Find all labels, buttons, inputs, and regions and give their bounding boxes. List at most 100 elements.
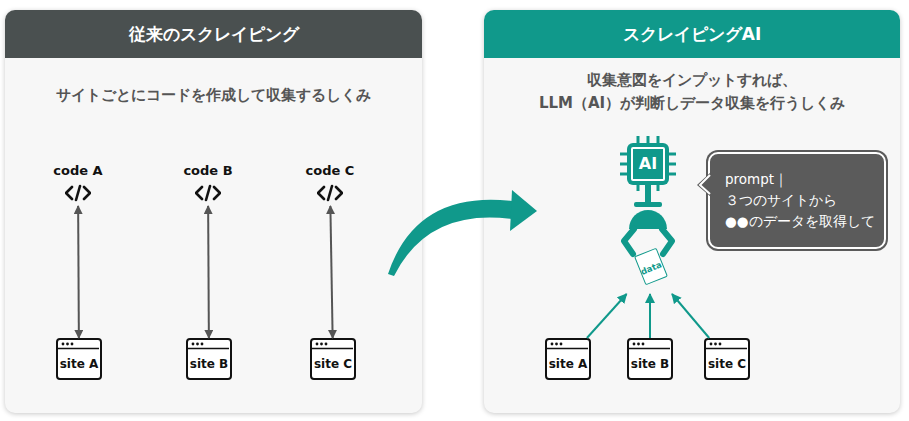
window-dot	[201, 343, 204, 346]
text-line: ●●のデータを取得して	[725, 211, 875, 232]
text-line: 収集意図をインプットすれば、	[484, 69, 900, 92]
window-dot	[642, 343, 645, 346]
chip-pin	[637, 136, 640, 143]
text-line: LLM（AI）が判断しデータ収集を行うしくみ	[484, 92, 900, 115]
chip-pin	[620, 163, 627, 166]
window-line	[706, 348, 747, 350]
data-paper: data	[634, 248, 668, 286]
panel-node: スクレイピングAI 収集意図をインプットすれば、 LLM（AI）が判断しデータ収集…	[484, 10, 900, 413]
chip-label: AI	[627, 143, 669, 185]
chip-pins	[620, 136, 676, 191]
site-node: site C	[704, 338, 750, 380]
code-icon-bracket	[196, 187, 202, 199]
code-icon-slash	[328, 186, 332, 200]
code-label: code B	[173, 162, 243, 180]
code-icon-slash	[206, 186, 210, 200]
robot-claw	[662, 229, 672, 254]
window-bar	[706, 340, 747, 350]
connector-arrow	[77, 206, 80, 338]
panel-subtitle: 収集意図をインプットすれば、 LLM（AI）が判断しデータ収集を行うしくみ	[484, 69, 900, 115]
chip-pin	[637, 185, 640, 191]
window-bar	[58, 340, 99, 350]
chip-pin	[657, 185, 660, 191]
bubble-tail	[697, 172, 711, 197]
window-dot	[633, 343, 636, 346]
window-dot	[66, 343, 69, 346]
window-dot	[637, 343, 640, 346]
site-label: site B	[629, 356, 671, 372]
robot-claw	[624, 229, 634, 254]
chip-pin	[647, 136, 650, 143]
code-node: code A	[43, 162, 113, 206]
code-node: code B	[173, 162, 243, 206]
bubble-node: prompt｜ ３つのサイトから ●●のデータを取得して	[708, 152, 886, 249]
window-dot	[62, 343, 65, 346]
panel-header: 従来のスクレイピング	[5, 10, 422, 58]
prompt-text: prompt｜ ３つのサイトから ●●のデータを取得して	[725, 169, 875, 232]
window-line	[547, 348, 588, 350]
site-label: site C	[706, 356, 748, 372]
site-node: site A	[56, 338, 102, 380]
connector-arrow	[587, 294, 627, 338]
transition-arrow	[388, 200, 512, 276]
window-dot	[325, 343, 328, 346]
site-node: site B	[627, 338, 673, 380]
chip-pin	[620, 173, 627, 176]
connector-arrow	[672, 294, 709, 338]
window-line	[312, 348, 353, 350]
code-icon	[317, 184, 343, 202]
window-bar	[312, 340, 353, 350]
code-label: code C	[295, 162, 365, 180]
code-icon-bracket	[214, 187, 220, 199]
connector-arrow	[649, 294, 651, 338]
site-node: site B	[186, 338, 232, 380]
window-bar	[629, 340, 670, 350]
window-bar	[547, 340, 588, 350]
window-dot	[714, 343, 717, 346]
window-dot	[710, 343, 713, 346]
window-line	[58, 348, 99, 350]
connector-arrow	[330, 206, 332, 338]
panel-header: スクレイピングAI	[484, 10, 900, 58]
site-label: site A	[547, 356, 589, 372]
window-dot	[316, 343, 319, 346]
code-icon	[195, 184, 221, 202]
robot-dome	[629, 210, 667, 229]
code-label: code A	[43, 162, 113, 180]
code-icon-bracket	[84, 187, 90, 199]
chip-node: AI	[627, 143, 669, 185]
code-icon-bracket	[66, 187, 72, 199]
window-dot	[192, 343, 195, 346]
chip-pin	[669, 173, 676, 176]
code-icon-slash	[76, 186, 80, 200]
window-bar	[188, 340, 229, 350]
code-icon-bracket	[336, 187, 342, 199]
text-line: ３つのサイトから	[725, 190, 875, 211]
bubble-tail-outline	[700, 175, 710, 194]
transition-arrow-head	[510, 190, 537, 231]
window-dot	[71, 343, 74, 346]
site-label: site A	[58, 356, 100, 372]
panel-node: 従来のスクレイピングサイトごとにコードを作成して収集するしくみ code A cod…	[5, 10, 422, 413]
site-node: site C	[310, 338, 356, 380]
code-icon-bracket	[318, 187, 324, 199]
chip-pin	[669, 163, 676, 166]
site-label: site C	[312, 356, 354, 372]
robot-stick	[645, 185, 651, 204]
site-node: site A	[545, 338, 591, 380]
panel-subtitle: サイトごとにコードを作成して収集するしくみ	[5, 84, 422, 107]
text-line: prompt｜	[725, 169, 875, 190]
site-label: site B	[188, 356, 230, 372]
chip-pin	[669, 153, 676, 156]
chip-pin	[657, 136, 660, 143]
window-line	[629, 348, 670, 350]
code-icon	[65, 184, 91, 202]
window-dot	[555, 343, 558, 346]
window-dot	[551, 343, 554, 346]
window-line	[188, 348, 229, 350]
chip-pin	[620, 153, 627, 156]
code-node: code C	[295, 162, 365, 206]
